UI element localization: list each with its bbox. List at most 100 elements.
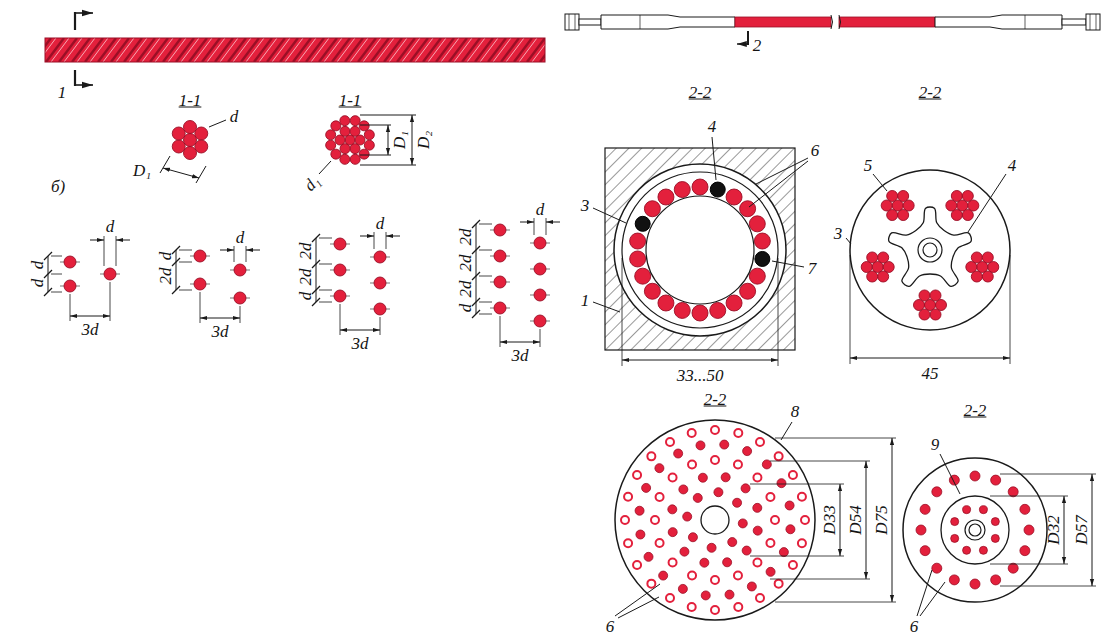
wire-section	[350, 154, 360, 164]
wire-section	[970, 471, 980, 481]
wire-hole	[647, 580, 655, 588]
wire-section	[749, 216, 765, 232]
callout-number: 6	[606, 618, 615, 635]
extension-line	[51, 292, 62, 293]
dimension-label: d	[106, 218, 115, 235]
nut-edge	[1096, 14, 1097, 30]
wire-hole	[766, 539, 774, 547]
wire-hole	[669, 558, 677, 566]
extension-line	[360, 125, 391, 126]
dimension-label: 2d	[297, 269, 314, 286]
wire-hole	[669, 474, 677, 482]
wire-section	[658, 189, 674, 205]
wire-section	[916, 525, 926, 535]
wire-section	[494, 276, 506, 288]
extension-line	[70, 294, 71, 321]
dimension-label: D54	[847, 505, 864, 534]
wire-section	[920, 504, 930, 514]
extension-line	[196, 166, 206, 183]
wire-section	[674, 182, 690, 198]
wire-hole	[789, 471, 797, 479]
wire-section	[721, 473, 730, 482]
dimension-label: 33...50	[677, 367, 724, 384]
dimension-label: 3d	[352, 335, 369, 352]
wire-section	[1008, 487, 1018, 497]
extension-line	[770, 461, 870, 462]
leader-line	[712, 137, 716, 180]
wire-hole	[666, 438, 674, 446]
wire-section	[962, 190, 973, 201]
extension-line	[380, 317, 381, 335]
wire-section	[374, 251, 386, 263]
extension-line	[479, 224, 492, 225]
extension-line	[750, 556, 844, 557]
dimension-line	[1064, 496, 1065, 564]
dimension-label: 2d	[457, 229, 474, 246]
dimension-tick	[472, 272, 480, 280]
inner-core	[941, 496, 1009, 564]
channel-outer	[614, 164, 786, 336]
wire-section	[753, 526, 762, 535]
wire-section	[172, 127, 185, 140]
wire-hole	[633, 471, 641, 479]
wire-section	[951, 190, 962, 201]
wire-hole	[775, 452, 783, 460]
leader-line	[846, 238, 851, 244]
wire-hole	[734, 603, 742, 611]
extension-line	[540, 329, 541, 347]
dimension-line	[176, 250, 177, 290]
callout-number: 5	[864, 157, 873, 174]
wire-section	[951, 534, 959, 542]
dimension-label: D57	[1073, 515, 1090, 544]
wire-section	[534, 237, 546, 249]
wire-section	[184, 121, 197, 134]
wire-section	[747, 582, 756, 591]
callout-number: 3	[581, 197, 590, 214]
section-title: 1-1	[339, 92, 362, 109]
wire-section	[991, 575, 1001, 585]
leader-line	[940, 454, 960, 494]
wire-section	[534, 315, 546, 327]
dimension-label: d	[236, 229, 245, 246]
dimension-label: d	[536, 201, 545, 218]
dimension-line	[316, 238, 317, 302]
wire-hole	[766, 493, 774, 501]
wire-hole	[711, 606, 719, 614]
wire-section	[494, 250, 506, 262]
wire-hole	[666, 594, 674, 602]
leader-line	[873, 174, 887, 191]
leader-line	[920, 582, 945, 616]
spacer-rod	[755, 251, 770, 266]
wire-section	[693, 493, 702, 502]
wire-section	[635, 268, 651, 284]
extension-line	[179, 250, 192, 251]
leader-line	[618, 597, 659, 618]
dimension-line	[476, 224, 477, 314]
wire-hole	[688, 429, 696, 437]
extension-line	[479, 276, 492, 277]
arrow-line	[75, 84, 93, 86]
extension-line	[179, 290, 192, 291]
wire-hole	[624, 539, 632, 547]
wire-section	[698, 473, 707, 482]
strand-helix	[540, 38, 545, 62]
wire-section	[359, 149, 369, 159]
extension-line	[360, 115, 416, 116]
extension-line	[319, 302, 332, 303]
wire-section	[644, 552, 653, 561]
callout-number: 6	[811, 142, 820, 159]
wire-section	[364, 130, 374, 140]
wire-section	[1020, 546, 1030, 556]
extension-line	[479, 302, 492, 303]
wire-hole	[711, 456, 719, 464]
extension-line	[990, 496, 1068, 497]
leader-line	[319, 161, 331, 174]
wire-section	[962, 210, 973, 221]
sleeve-edge	[640, 15, 641, 29]
section-title: 1-1	[179, 92, 202, 109]
extension-line	[990, 564, 1068, 565]
leader-line	[756, 158, 808, 184]
wire-hole	[651, 516, 659, 524]
wire-section	[680, 547, 689, 556]
center-tube-bore	[923, 243, 937, 257]
